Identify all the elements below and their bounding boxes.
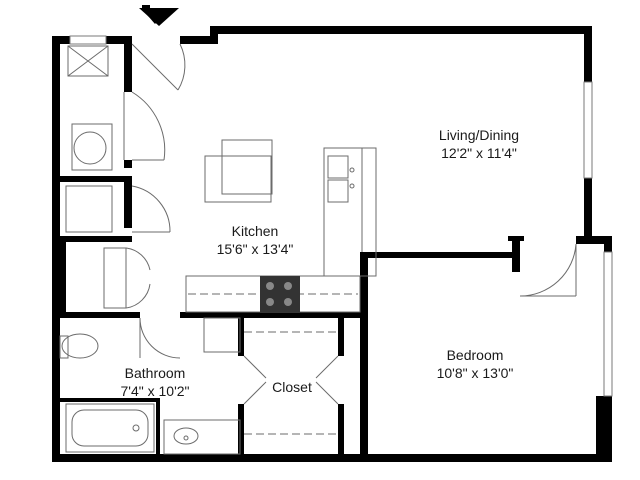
room-size: 12'2" x 11'4": [441, 145, 517, 161]
interior-walls: [60, 36, 524, 462]
laundry: [65, 123, 171, 233]
closet-fixtures: [243, 331, 339, 435]
room-name: Bedroom: [446, 347, 504, 363]
pantry: [103, 247, 181, 359]
room-kitchen: Kitchen 15'6" x 13'4": [180, 222, 330, 258]
room-bathroom: Bathroom 7'4" x 10'2": [80, 364, 230, 400]
room-name: Kitchen: [231, 223, 279, 239]
entry-arrow-icon-head: [139, 8, 179, 26]
room-name: Bathroom: [124, 365, 186, 381]
room-name: Closet: [272, 379, 312, 395]
exterior-walls: [52, 26, 612, 462]
entry-closet: [67, 43, 186, 161]
room-closet: Closet: [252, 378, 332, 396]
window-bedroom: [603, 251, 613, 397]
bedroom-door: [519, 243, 577, 297]
bathroom-fixtures: [59, 333, 241, 455]
room-size: 7'4" x 10'2": [120, 383, 190, 399]
cooktop-icon: [260, 276, 300, 312]
room-bedroom: Bedroom 10'8" x 13'0": [400, 346, 550, 382]
window-living: [583, 81, 593, 179]
kitchen-fixtures: [185, 139, 377, 353]
room-size: 15'6" x 13'4": [216, 241, 294, 257]
window-entry: [69, 35, 107, 45]
room-size: 10'8" x 13'0": [436, 365, 514, 381]
room-name: Living/Dining: [438, 127, 520, 143]
room-living-dining: Living/Dining 12'2" x 11'4": [404, 126, 554, 162]
